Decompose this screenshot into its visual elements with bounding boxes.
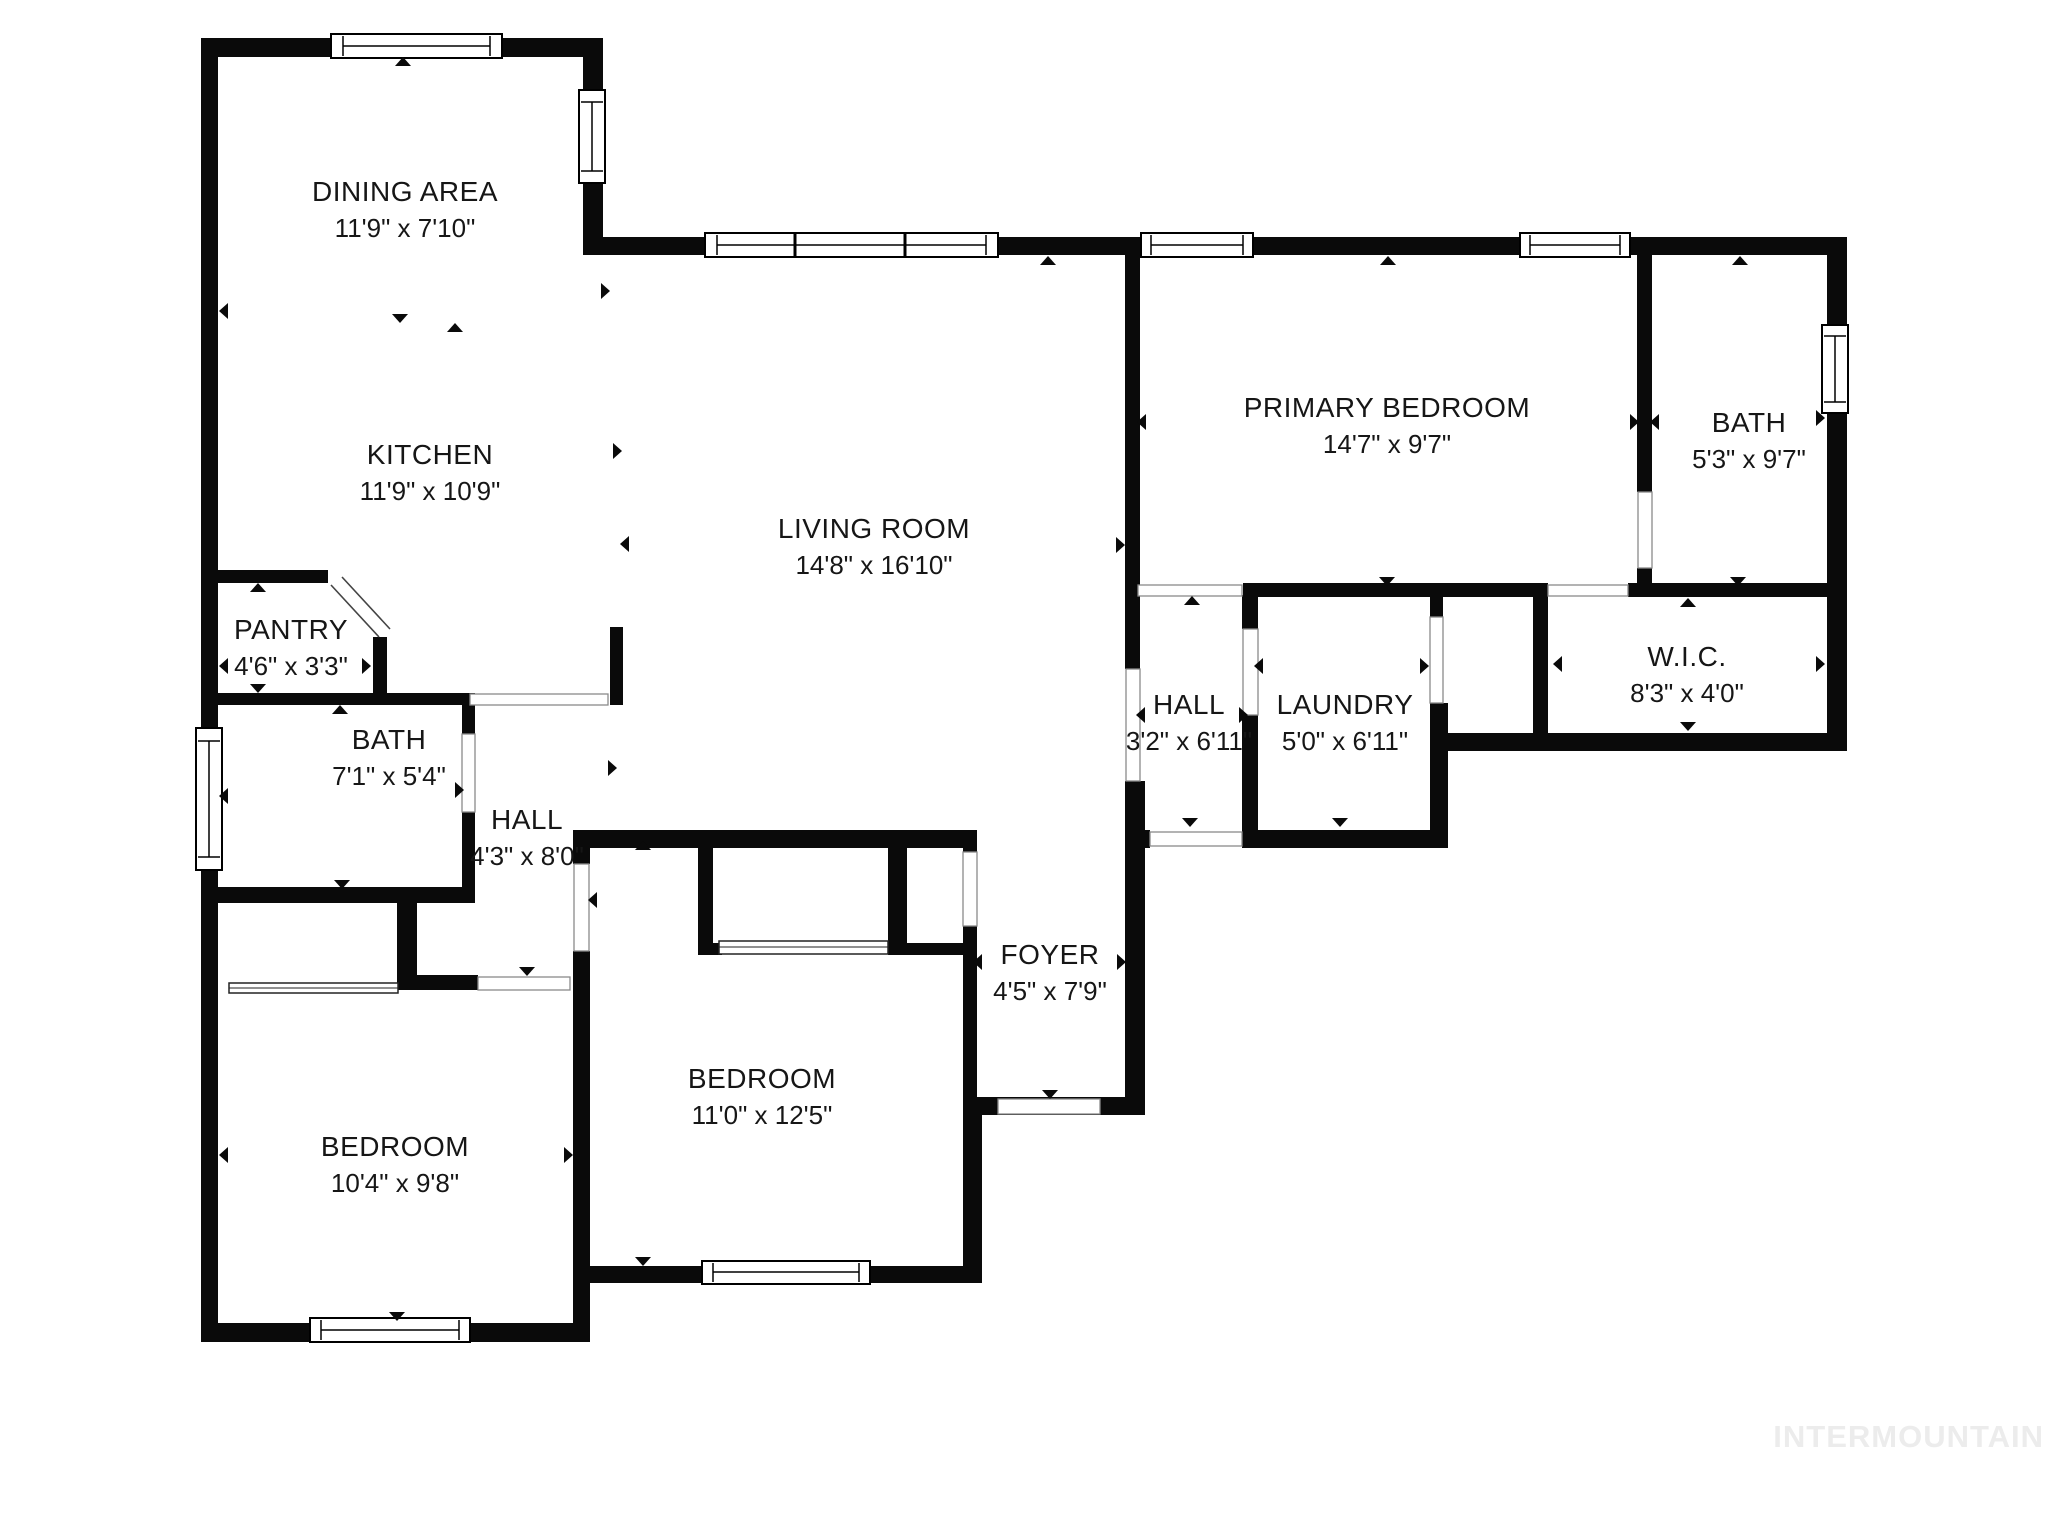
- window-icon: [330, 33, 503, 59]
- room-label-wic: W.I.C. 8'3" x 4'0": [1630, 641, 1744, 708]
- window-icon: [195, 727, 223, 871]
- window-icon: [309, 1317, 471, 1343]
- window-icon: [1821, 324, 1849, 414]
- room-label-bedroom-left: BEDROOM 10'4" x 9'8": [320, 1131, 470, 1198]
- room-label-laundry: LAUNDRY 5'0" x 6'11": [1276, 689, 1414, 756]
- room-label-pantry: PANTRY 4'6" x 3'3": [234, 614, 348, 681]
- windows: [195, 33, 1849, 1343]
- pantry-door: [330, 576, 391, 638]
- bedroom-left-door: [477, 976, 571, 991]
- wic-opening: [1547, 584, 1629, 597]
- room-label-kitchen: KITCHEN 11'9" x 10'9": [359, 439, 501, 506]
- room-label-bath-left: BATH 7'1" x 5'4": [332, 724, 446, 791]
- window-icon: [1140, 232, 1254, 258]
- foyer-closet-opening: [962, 851, 978, 927]
- closet-slider: [718, 940, 889, 955]
- laundry-right-door: [1429, 616, 1444, 704]
- hall-opening: [1137, 584, 1243, 597]
- room-label-hall-left: HALL 4'3" x 8'0": [470, 804, 584, 871]
- front-door: [997, 1098, 1101, 1115]
- window-icon: [578, 89, 606, 184]
- bedroom-center-door: [573, 863, 590, 952]
- bath-left-door: [461, 733, 476, 813]
- window-icon: [701, 1260, 871, 1285]
- primary-bath-door: [1637, 491, 1653, 569]
- room-label-bedroom-center: BEDROOM 11'0" x 12'5": [687, 1063, 837, 1130]
- room-label-foyer: FOYER 4'5" x 7'9": [993, 939, 1107, 1006]
- door-openings: [228, 491, 1653, 1115]
- room-label-primary-bedroom: PRIMARY BEDROOM 14'7" x 9'7": [1243, 392, 1531, 459]
- window-icon: [704, 232, 999, 258]
- watermark: INTERMOUNTAIN: [1773, 1419, 2044, 1454]
- room-label-dining-area: DINING AREA 11'9" x 7'10": [312, 176, 498, 243]
- room-label-hall-right: HALL 3'2" x 6'11": [1125, 689, 1253, 756]
- closet-slider: [228, 982, 399, 994]
- window-icon: [1519, 232, 1631, 258]
- room-label-bath-right: BATH 5'3" x 9'7": [1692, 407, 1806, 474]
- room-label-living-room: LIVING ROOM 14'8" x 16'10": [777, 513, 971, 580]
- living-hall-door: [1125, 668, 1141, 782]
- laundry-left-door: [1242, 628, 1259, 716]
- kitchen-hall-opening: [469, 693, 609, 706]
- foyer-hall-door: [1149, 831, 1243, 847]
- door-direction-markers: [219, 57, 1825, 1321]
